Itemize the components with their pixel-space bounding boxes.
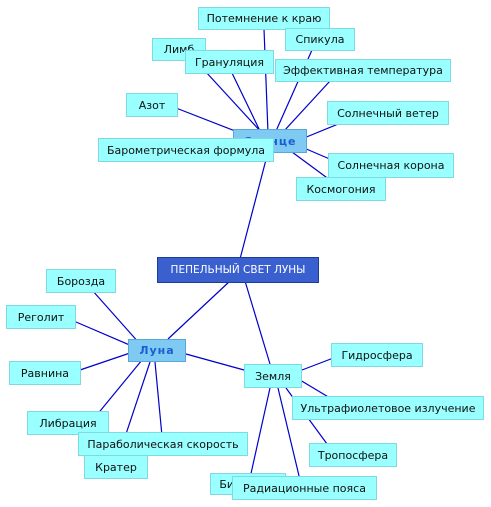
link-moon-furrow xyxy=(91,289,141,345)
topic-furrow: Борозда xyxy=(46,269,116,293)
hub-moon: Луна xyxy=(128,339,186,362)
link-moon-plain xyxy=(79,352,131,371)
hub-earth: Земля xyxy=(244,364,302,388)
topic-radiation-belts: Радиационные пояса xyxy=(232,476,377,500)
topic-regolith: Реголит xyxy=(6,305,76,329)
link-moon-libration xyxy=(95,359,143,417)
link-sun-cosmogony xyxy=(291,151,331,181)
topic-crater: Кратер xyxy=(84,455,148,479)
link-moon-earth xyxy=(185,353,245,371)
link-earth-hydrosphere xyxy=(301,356,337,371)
topic-effective-temperature: Эффективная температура xyxy=(275,59,451,82)
link-earth-biosphere xyxy=(249,387,271,479)
link-center-earth xyxy=(244,280,271,365)
link-sun-darkening xyxy=(263,28,269,134)
link-sun-effective-temp xyxy=(283,80,331,132)
link-center-moon xyxy=(167,280,231,340)
topic-spicule: Спикула xyxy=(285,28,355,51)
topic-solar-wind: Солнечный ветер xyxy=(327,101,449,125)
link-earth-radiation xyxy=(277,387,301,481)
link-moon-regolith xyxy=(75,321,133,347)
topic-plain: Равнина xyxy=(9,361,81,385)
topic-troposphere: Тропосфера xyxy=(309,443,397,467)
center-node: ПЕПЕЛЬНЫЙ СВЕТ ЛУНЫ xyxy=(157,257,319,283)
topic-cosmogony: Космогония xyxy=(296,177,386,201)
link-moon-parabolic xyxy=(154,361,163,437)
topic-darkening: Потемнение к краю xyxy=(198,7,330,30)
topic-hydrosphere: Гидросфера xyxy=(331,343,423,367)
topic-barometric-formula: Барометрическая формула xyxy=(98,138,274,162)
topic-granulation: Грануляция xyxy=(185,50,274,74)
link-sun-granulation xyxy=(231,72,261,132)
topic-parabolic-velocity: Параболическая скорость xyxy=(78,432,248,456)
link-center-sun xyxy=(239,151,269,260)
topic-libration: Либрация xyxy=(27,411,109,435)
topic-nitrogen: Азот xyxy=(126,93,178,117)
topic-solar-corona: Солнечная корона xyxy=(328,153,454,178)
topic-ultraviolet: Ультрафиолетовое излучение xyxy=(292,396,484,420)
